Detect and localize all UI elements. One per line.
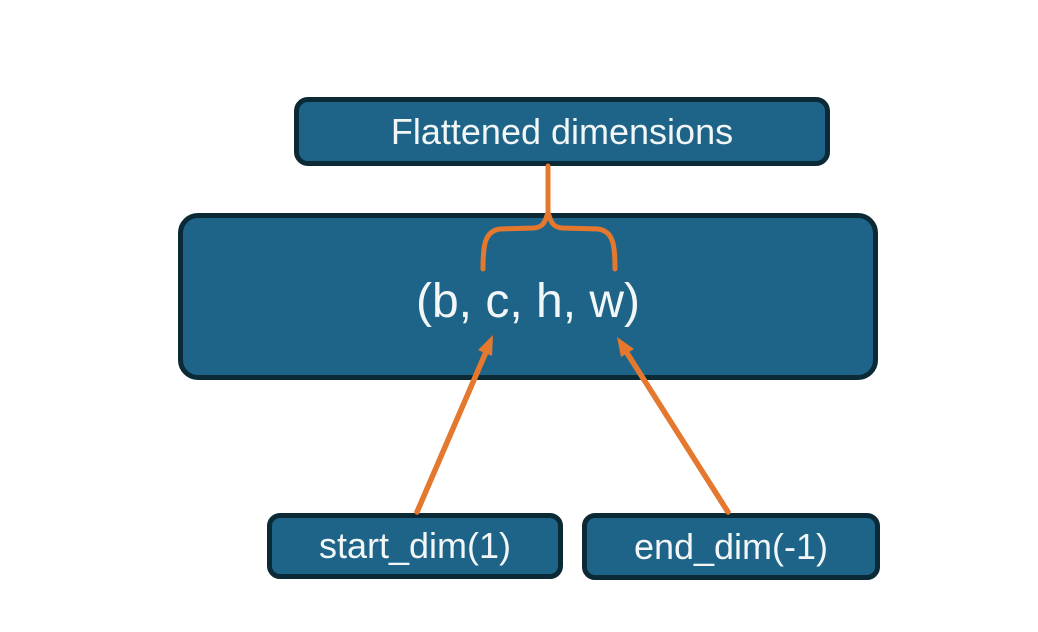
start-dim-label: start_dim(1) [318,525,512,566]
flattened-dimensions-box: Flattened dimensions [294,97,830,166]
tensor-shape-label: (b, c, h, w) [415,274,641,328]
start-dim-box: start_dim(1) [267,513,563,579]
end-dim-box: end_dim(-1) [582,513,880,580]
flattened-dimensions-label: Flattened dimensions [390,110,734,152]
tensor-shape-box: (b, c, h, w) [178,213,878,380]
end-dim-label: end_dim(-1) [633,525,829,567]
